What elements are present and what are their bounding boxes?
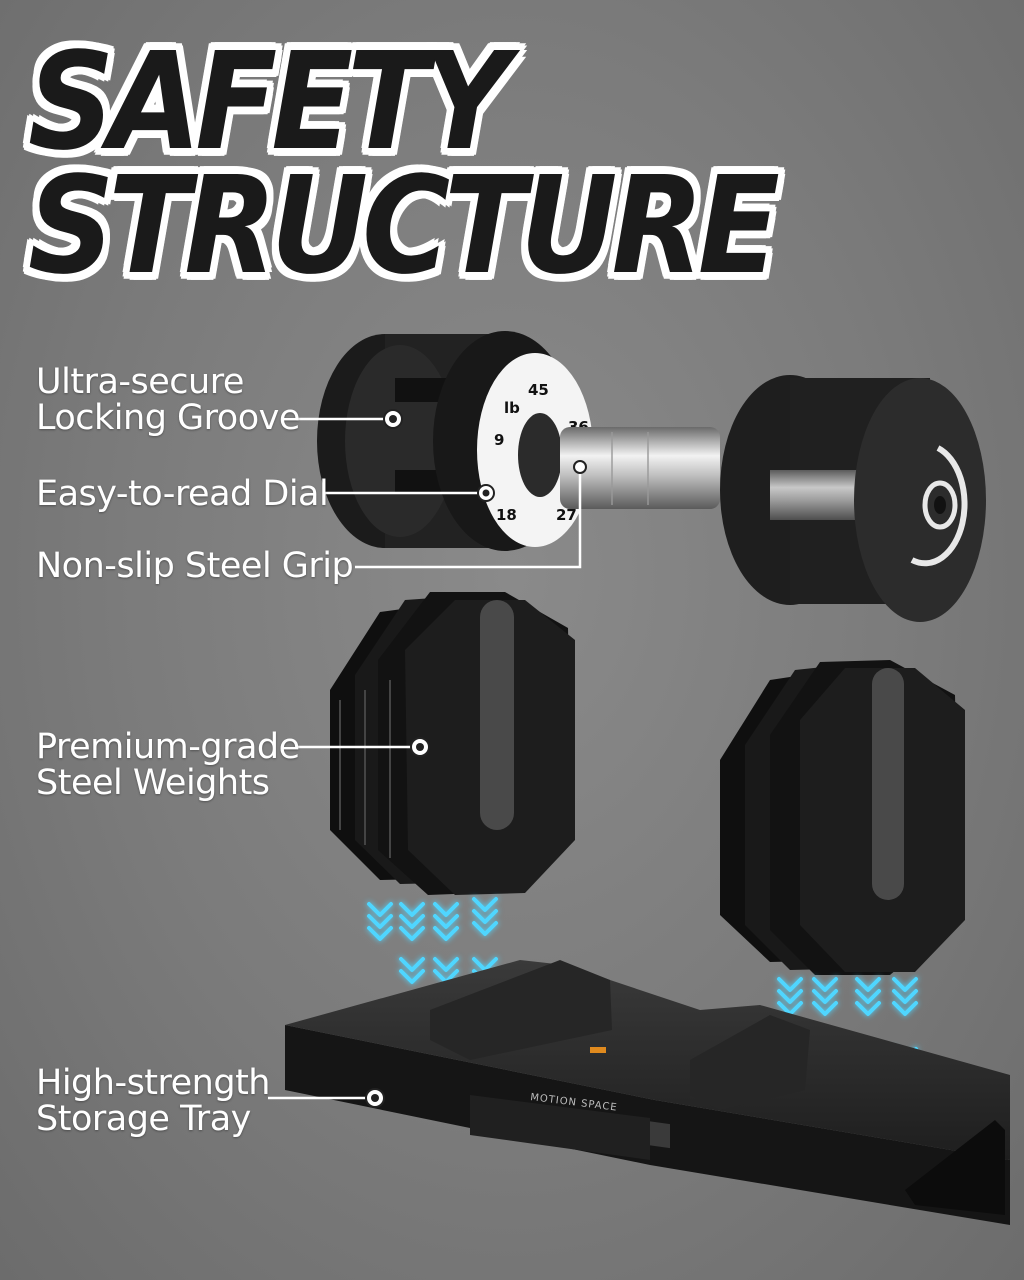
dial-unit: lb bbox=[504, 399, 520, 417]
headline-safety: SAFETY bbox=[28, 24, 510, 181]
dial-mark-18: 18 bbox=[496, 506, 517, 524]
callout-weights-line1: Premium-grade bbox=[36, 727, 300, 767]
steel-grip bbox=[560, 427, 720, 509]
dial-mark-45: 45 bbox=[528, 381, 549, 399]
callout-weights-line2: Steel Weights bbox=[36, 763, 270, 803]
callout-tray-line1: High-strength bbox=[36, 1063, 271, 1103]
callout-locking-groove: Ultra-secure Locking Groove bbox=[36, 364, 300, 436]
dial-mark-9: 9 bbox=[494, 431, 504, 449]
callout-dot-centers bbox=[371, 415, 490, 1102]
dial-mark-27: 27 bbox=[556, 506, 577, 524]
callout-weights: Premium-grade Steel Weights bbox=[36, 729, 300, 801]
storage-tray: MOTION SPACE bbox=[285, 960, 1010, 1225]
dumbbell-handle: lb 45 9 18 27 36 bbox=[317, 331, 986, 622]
callout-tray-line2: Storage Tray bbox=[36, 1099, 251, 1139]
callout-dial: Easy-to-read Dial bbox=[36, 474, 329, 514]
callout-locking-groove-line1: Ultra-secure bbox=[36, 362, 244, 402]
weight-plates-left bbox=[330, 592, 575, 895]
callout-tray: High-strength Storage Tray bbox=[36, 1063, 271, 1139]
callout-dial-line1: Easy-to-read Dial bbox=[36, 474, 329, 514]
callout-grip-line1: Non-slip Steel Grip bbox=[36, 546, 354, 586]
callout-locking-groove-line2: Locking Groove bbox=[36, 398, 300, 438]
callout-grip: Non-slip Steel Grip bbox=[36, 546, 354, 586]
callout-lines bbox=[268, 417, 582, 1100]
headline-structure: STRUCTURE bbox=[28, 148, 780, 305]
weight-plates-right bbox=[720, 660, 965, 975]
